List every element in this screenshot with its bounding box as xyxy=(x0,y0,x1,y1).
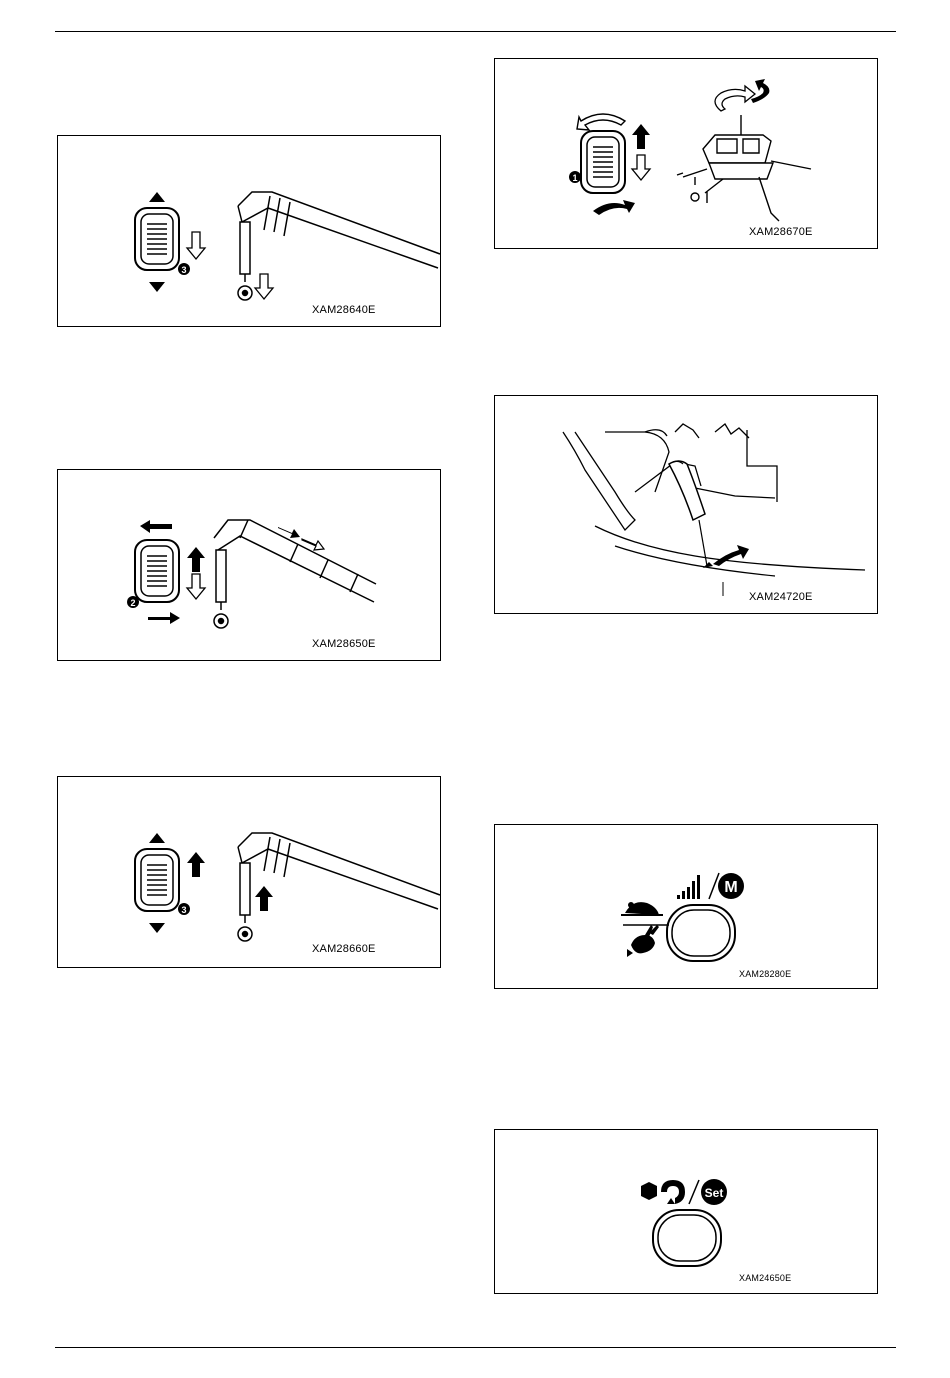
tortoise-icon xyxy=(621,902,663,915)
speed-mode-illustration: M xyxy=(495,825,879,990)
figure-code: XAM24650E xyxy=(739,1273,791,1283)
svg-text:2: 2 xyxy=(130,598,135,608)
figure-slewing: 1 XAM28670E xyxy=(494,58,878,249)
set-switch-illustration: Set xyxy=(495,1130,879,1295)
rocker-switch-icon xyxy=(581,131,625,193)
svg-text:M: M xyxy=(724,879,737,896)
machine-body-icon xyxy=(563,424,865,576)
up-arrow-icon xyxy=(255,886,273,911)
rotation-arrows-icon xyxy=(715,79,769,111)
figure-code: XAM24720E xyxy=(749,591,813,603)
slash-divider xyxy=(709,873,719,899)
rabbit-icon xyxy=(627,925,659,957)
curved-arrow-icon xyxy=(703,545,749,568)
footer-rule xyxy=(55,1347,896,1348)
badge-one: 1 xyxy=(569,171,581,183)
svg-text:3: 3 xyxy=(181,905,186,915)
figure-code: XAM28670E xyxy=(749,226,813,238)
rotate-right-arrow-icon xyxy=(593,200,635,215)
rotate-left-arrow-icon xyxy=(577,114,625,130)
rocker-switch-icon xyxy=(135,833,179,933)
pedal-lever-illustration xyxy=(495,396,879,615)
slewing-illustration: 1 xyxy=(495,59,879,250)
up-arrow-icon xyxy=(632,124,650,149)
hook-lower-illustration: 3 xyxy=(58,136,442,328)
badge-two: 2 xyxy=(127,596,139,608)
svg-text:1: 1 xyxy=(572,173,577,183)
m-mode-icon: M xyxy=(718,873,744,899)
slash-divider xyxy=(689,1180,699,1204)
pedal-icon xyxy=(669,461,707,566)
down-arrow-icon xyxy=(187,574,205,599)
rocker-switch-icon xyxy=(135,520,180,624)
badge-three: 3 xyxy=(178,903,190,915)
boom-telescope-illustration: 2 xyxy=(58,470,442,662)
figure-code: XAM28660E xyxy=(312,943,376,955)
figure-speed-mode-switch: M XAM28280E xyxy=(494,824,878,989)
down-arrow-icon xyxy=(632,155,650,180)
figure-boom-telescope: 2 XAM28650E xyxy=(57,469,441,661)
figure-code: XAM28650E xyxy=(312,638,376,650)
down-arrow-icon xyxy=(255,274,273,299)
hook-set-icon xyxy=(641,1180,685,1204)
up-arrow-icon xyxy=(187,547,205,572)
rocker-switch-icon xyxy=(135,192,179,292)
mode-push-button[interactable] xyxy=(667,905,735,961)
header-rule xyxy=(55,31,896,32)
svg-text:Set: Set xyxy=(705,1186,724,1200)
set-mode-icon: Set xyxy=(701,1179,727,1205)
figure-set-switch: Set XAM24650E xyxy=(494,1129,878,1294)
hook-raise-illustration: 3 xyxy=(58,777,442,969)
down-arrow-icon xyxy=(187,232,205,259)
signal-bars-icon xyxy=(677,875,700,899)
figure-hook-lower: 3 XAM28640E xyxy=(57,135,441,327)
crane-boom-icon xyxy=(238,833,440,941)
mini-crane-icon xyxy=(677,115,811,221)
set-push-button[interactable] xyxy=(653,1210,721,1266)
figure-hook-raise: 3 XAM28660E xyxy=(57,776,441,968)
badge-three: 3 xyxy=(178,263,190,275)
figure-code: XAM28640E xyxy=(312,304,376,316)
figure-pedal-lever: XAM24720E xyxy=(494,395,878,614)
up-arrow-icon xyxy=(187,852,205,877)
svg-text:3: 3 xyxy=(181,265,186,275)
figure-code: XAM28280E xyxy=(739,969,791,979)
